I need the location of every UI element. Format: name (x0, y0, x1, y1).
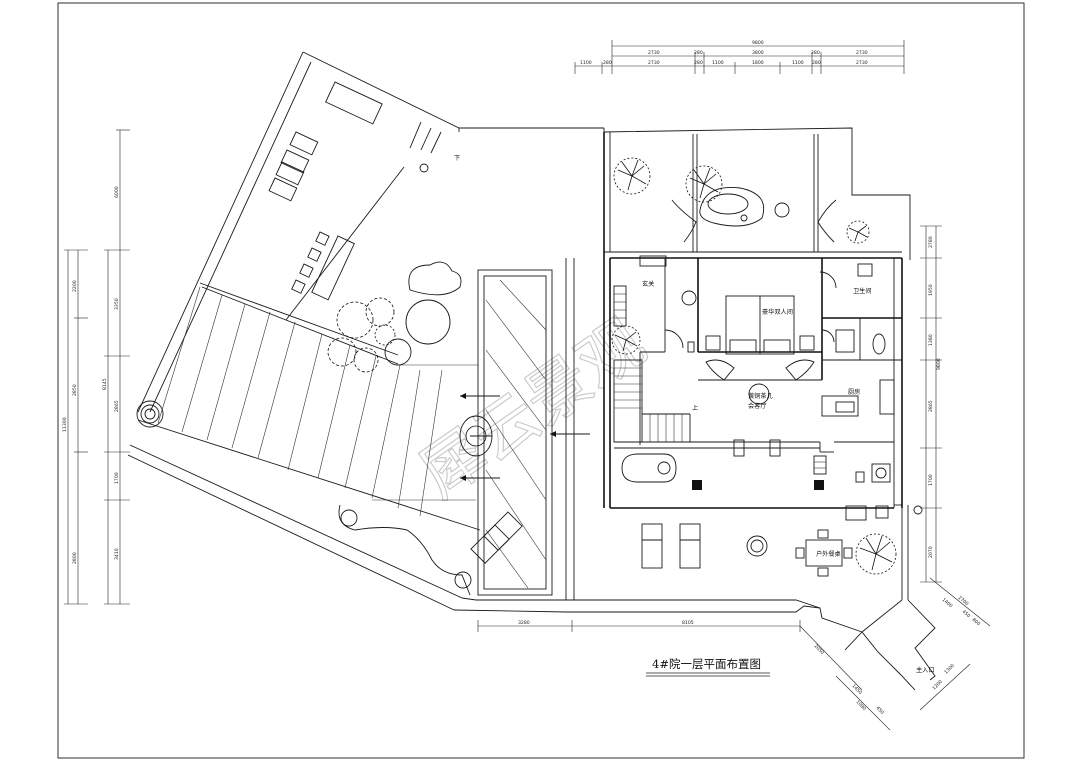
label-main-entry: 主入口 (916, 666, 935, 674)
label-bedroom: 豪华双人间 (762, 308, 793, 316)
building-furniture (613, 187, 923, 577)
dim-entry-top-1: 1400 (941, 597, 954, 609)
dim-right-0: 2780 (928, 236, 934, 248)
dim-top-r2-4: 1100 (712, 60, 724, 66)
dimension-lines (64, 40, 991, 731)
drawing-title: 4#院一层平面布置图 (652, 657, 761, 671)
dim-top-r2-5: 1800 (752, 60, 764, 66)
dim-top-r2-0: 1100 (580, 60, 592, 66)
dim-right-2: 1380 (928, 334, 934, 346)
dim-left-outer-0: 2200 (72, 280, 78, 292)
dim-right-total: 9800 (936, 358, 942, 370)
dim-right-5: 2070 (928, 546, 934, 558)
dim-left-mid-total: 8145 (102, 378, 108, 390)
tree-cluster-lawn (327, 261, 472, 596)
dim-bottom-1: 8105 (682, 620, 694, 626)
label-bathroom: 卫生间 (853, 287, 872, 295)
dim-right-3: 2865 (928, 400, 934, 412)
dim-left-mid-2: 1700 (114, 472, 120, 484)
label-entrance: 玄关 (642, 280, 654, 288)
dim-right-1: 1950 (928, 284, 934, 296)
dim-entry-top-0: 2700 (957, 595, 970, 607)
dim-left-mid-0: 3350 (114, 298, 120, 310)
dim-top-r2-1: 280 (603, 60, 612, 66)
dim-entry-bot-4: 1300 (943, 663, 956, 675)
drawing-frame (57, 2, 1025, 759)
label-up: 上 (692, 404, 698, 412)
label-living: 会客厅 (748, 402, 767, 410)
dim-top-r1-1: 280 (694, 50, 703, 56)
dim-top-r1-3: 280 (811, 50, 820, 56)
dim-left-outer-2: 2800 (72, 552, 78, 564)
dim-entry-top-3: 800 (971, 617, 982, 627)
upper-lawn-furniture (268, 81, 429, 301)
dim-top-r1-4: 2730 (856, 50, 868, 56)
room-labels: 玄关 卫生间 豪华双人间 黄铜茶几 会客厅 厨房 户外餐桌 主入口 上 下 (454, 155, 935, 674)
dim-left-outer-1: 2850 (72, 384, 78, 396)
dim-top-r2-6: 1100 (792, 60, 804, 66)
tree-symbols (611, 157, 897, 575)
dim-top-r2-7: 280 (812, 60, 821, 66)
label-kitchen: 厨房 (848, 388, 860, 396)
dim-top-r2-8: 2730 (856, 60, 868, 66)
dim-bottom-0: 3280 (518, 620, 530, 626)
dim-top-total: 9800 (752, 40, 764, 46)
dim-top-r1-0: 2730 (648, 50, 660, 56)
dim-left-outer-total: 11300 (62, 417, 68, 432)
label-dining: 户外餐桌 (816, 550, 841, 558)
dim-left-inner: 6000 (114, 186, 120, 198)
dim-entry-top-2: 450 (961, 609, 972, 619)
pool (459, 269, 590, 596)
dim-right-4: 1700 (928, 474, 934, 486)
label-tea-table: 黄铜茶几 (748, 392, 773, 400)
building-walls (603, 132, 903, 509)
label-down-1: 下 (454, 155, 460, 162)
dim-left-mid-1: 2865 (114, 400, 120, 412)
dim-left-mid-3: 3410 (114, 548, 120, 560)
site-boundary (127, 51, 936, 691)
dim-entry-bot-2: 450 (875, 705, 885, 716)
dim-top-r2-2: 2730 (648, 60, 660, 66)
drawing-title-block: 4#院一层平面布置图 (646, 657, 770, 677)
dim-top-r1-2: 3800 (752, 50, 764, 56)
dim-top-r2-3: 280 (694, 60, 703, 66)
